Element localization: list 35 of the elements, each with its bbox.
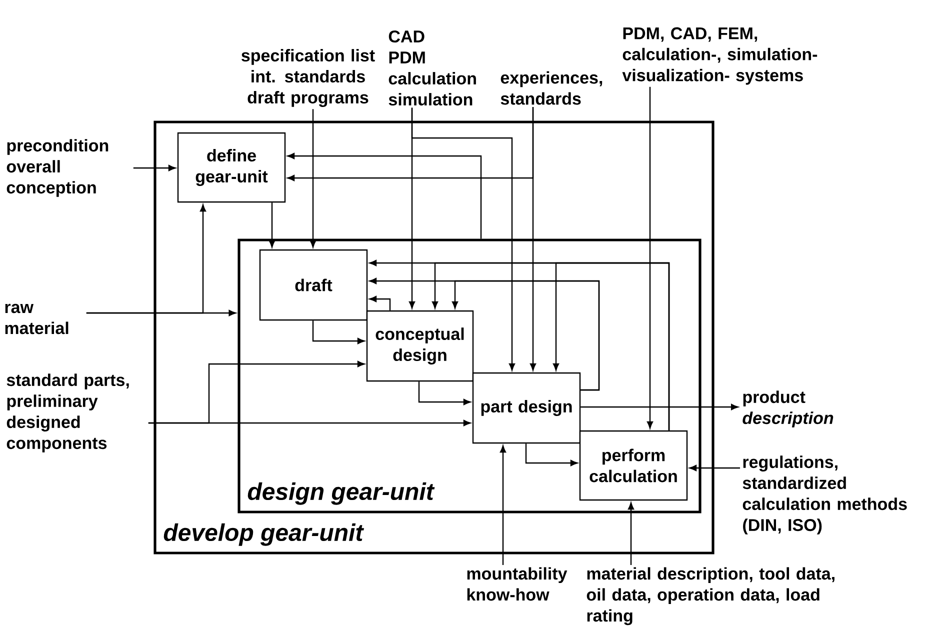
process-box: define gear-unit [177, 132, 286, 203]
arrow [133, 164, 176, 172]
annotation-text: PDM, CAD, FEM, calculation-, simulation- visualization- systems [622, 27, 818, 85]
arrow [580, 404, 738, 410]
arrow [268, 202, 276, 248]
process-box: part design [472, 372, 581, 444]
process-box: draft [259, 249, 368, 321]
arrow [369, 296, 391, 310]
arrow [525, 444, 578, 466]
annotation-text: mountability know-how [467, 567, 568, 601]
arrow [646, 86, 654, 429]
process-box: conceptual design [366, 310, 474, 382]
arrow [86, 310, 236, 316]
annotation-text: standard parts, preliminary designed components [6, 374, 129, 452]
process-box: perform calculation [579, 430, 688, 501]
arrow [530, 106, 536, 371]
annotation-text: CAD PDM calculation simulation [388, 30, 476, 106]
arrow [418, 382, 471, 406]
arrow [148, 360, 365, 424]
arrow [689, 464, 740, 472]
arrow [287, 152, 482, 239]
arrow [310, 109, 316, 248]
annotation-text: raw material [5, 304, 68, 334]
annotation-text: precondition overall conception [6, 139, 108, 197]
annotation-text: regulations, standardized calculation methods (DIN, ISO) [742, 456, 907, 534]
arrow [628, 502, 634, 565]
annotation-text: product description [742, 390, 834, 428]
arrow [369, 260, 670, 430]
arrow [408, 108, 416, 309]
annotation-text: experiences, standards [500, 71, 602, 105]
arrow [312, 320, 365, 344]
annotation-text: specification list int. standards draft programs [242, 49, 375, 107]
arrow [500, 445, 506, 565]
arrow [369, 278, 600, 391]
annotation-text: material description, tool data, oil data, operation data, load rating [586, 567, 834, 626]
